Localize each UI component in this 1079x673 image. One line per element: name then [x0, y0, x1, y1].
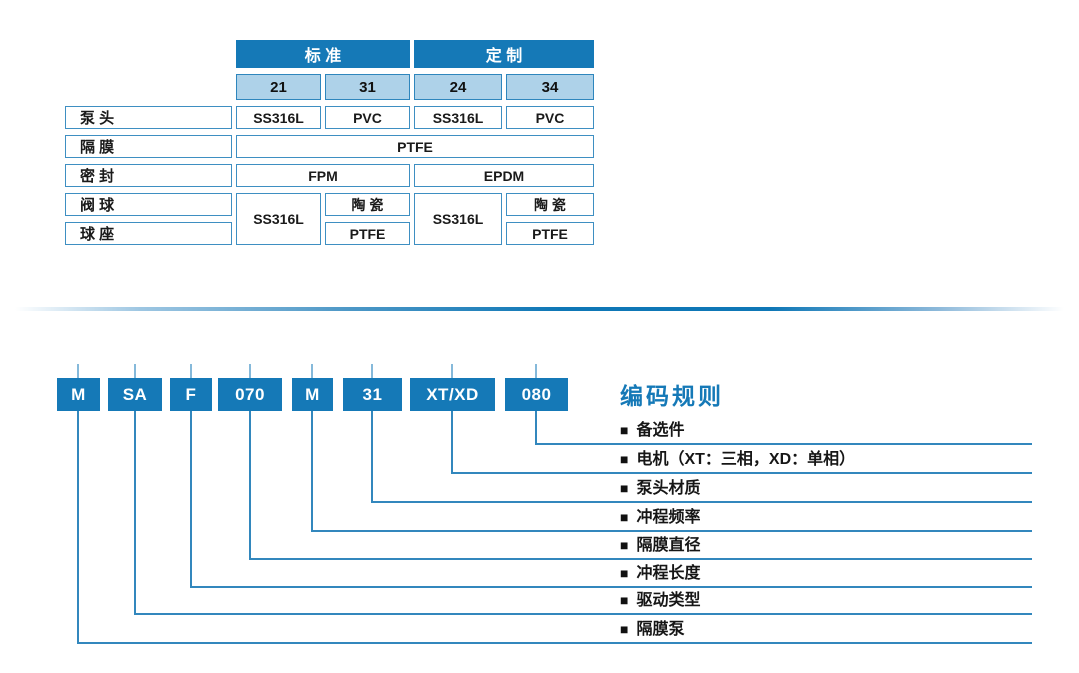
connector-horizontal-pump-type [78, 642, 1032, 644]
column-code-34: 34 [506, 74, 594, 100]
pump-head-34: PVC [506, 106, 594, 129]
tick-mark [311, 364, 313, 378]
bullet-square-icon: ■ [620, 592, 629, 608]
valve-ball-seat-24: SS316L [414, 193, 502, 245]
legend-label-head-material: ■ 泵头材质 [620, 479, 700, 498]
tick-mark [451, 364, 453, 378]
column-code-21: 21 [236, 74, 321, 100]
valve-ball-seat-21: SS316L [236, 193, 321, 245]
valve-ball-34: 陶 瓷 [506, 193, 594, 216]
seal-custom: EPDM [414, 164, 594, 187]
connector-horizontal-stroke-frequency [312, 530, 1032, 532]
connector-horizontal-options [536, 443, 1032, 445]
code-box-pump-type: M [57, 378, 100, 411]
bullet-square-icon: ■ [620, 422, 629, 438]
tick-mark [535, 364, 537, 378]
connector-horizontal-stroke-length [191, 586, 1032, 588]
legend-text: 冲程长度 [636, 565, 701, 582]
bullet-square-icon: ■ [620, 621, 629, 637]
pump-head-21: SS316L [236, 106, 321, 129]
connector-horizontal-drive-type [135, 613, 1032, 615]
bullet-square-icon: ■ [620, 565, 629, 581]
code-box-stroke-length: F [170, 378, 212, 411]
diaphragm-material: PTFE [236, 135, 594, 158]
connector-vertical-drive-type [134, 411, 136, 615]
connector-horizontal-motor [452, 472, 1032, 474]
connector-vertical-stroke-length [190, 411, 192, 588]
legend-text: 驱动类型 [636, 592, 701, 609]
legend-text: 冲程频率 [636, 509, 701, 526]
row-label-pump-head: 泵 头 [65, 106, 232, 129]
legend-label-drive-type: ■ 驱动类型 [620, 591, 700, 610]
row-label-valve-ball: 阀 球 [65, 193, 232, 216]
bullet-square-icon: ■ [620, 480, 629, 496]
section-divider [15, 307, 1064, 311]
connector-vertical-pump-type [77, 411, 79, 644]
code-box-head-material: 31 [343, 378, 402, 411]
connector-horizontal-head-material [372, 501, 1032, 503]
legend-label-pump-type: ■ 隔膜泵 [620, 620, 684, 639]
column-group-custom: 定 制 [414, 40, 594, 68]
code-box-drive-type: SA [108, 378, 162, 411]
legend-text: 隔膜直径 [636, 537, 701, 554]
materials-table: 标 准 定 制 21 31 24 34 泵 头 隔 膜 密 封 阀 球 球 座 … [65, 40, 594, 245]
column-group-standard: 标 准 [236, 40, 410, 68]
tick-mark [190, 364, 192, 378]
tick-mark [249, 364, 251, 378]
legend-label-diaphragm-diameter: ■ 隔膜直径 [620, 536, 700, 555]
column-code-24: 24 [414, 74, 502, 100]
row-label-ball-seat: 球 座 [65, 222, 232, 245]
seal-standard: FPM [236, 164, 410, 187]
code-box-stroke-frequency: M [292, 378, 333, 411]
pump-head-31: PVC [325, 106, 410, 129]
legend-text: 备选件 [636, 422, 685, 439]
valve-ball-31: 陶 瓷 [325, 193, 410, 216]
legend-label-options: ■ 备选件 [620, 421, 684, 440]
code-box-options: 080 [505, 378, 568, 411]
ball-seat-34: PTFE [506, 222, 594, 245]
legend-text: 隔膜泵 [636, 621, 685, 638]
bullet-square-icon: ■ [620, 509, 629, 525]
diagram-title: 编码规则 [620, 383, 724, 409]
connector-vertical-diaphragm-diameter [249, 411, 251, 560]
legend-label-motor: ■ 电机（XT：三相，XD：单相） [620, 450, 855, 469]
legend-label-stroke-frequency: ■ 冲程频率 [620, 508, 700, 527]
tick-mark [77, 364, 79, 378]
legend-text: 电机（XT：三相，XD：单相） [636, 451, 856, 468]
tick-mark [371, 364, 373, 378]
legend-text: 泵头材质 [636, 480, 701, 497]
row-label-seal: 密 封 [65, 164, 232, 187]
code-box-diaphragm-diameter: 070 [218, 378, 282, 411]
connector-vertical-options [535, 411, 537, 445]
connector-vertical-head-material [371, 411, 373, 503]
bullet-square-icon: ■ [620, 537, 629, 553]
connector-vertical-motor [451, 411, 453, 474]
pump-head-24: SS316L [414, 106, 502, 129]
tick-mark [134, 364, 136, 378]
connector-vertical-stroke-frequency [311, 411, 313, 532]
bullet-square-icon: ■ [620, 451, 629, 467]
ball-seat-31: PTFE [325, 222, 410, 245]
code-box-motor: XT/XD [410, 378, 495, 411]
legend-label-stroke-length: ■ 冲程长度 [620, 564, 700, 583]
column-code-31: 31 [325, 74, 410, 100]
connector-horizontal-diaphragm-diameter [250, 558, 1032, 560]
row-label-diaphragm: 隔 膜 [65, 135, 232, 158]
